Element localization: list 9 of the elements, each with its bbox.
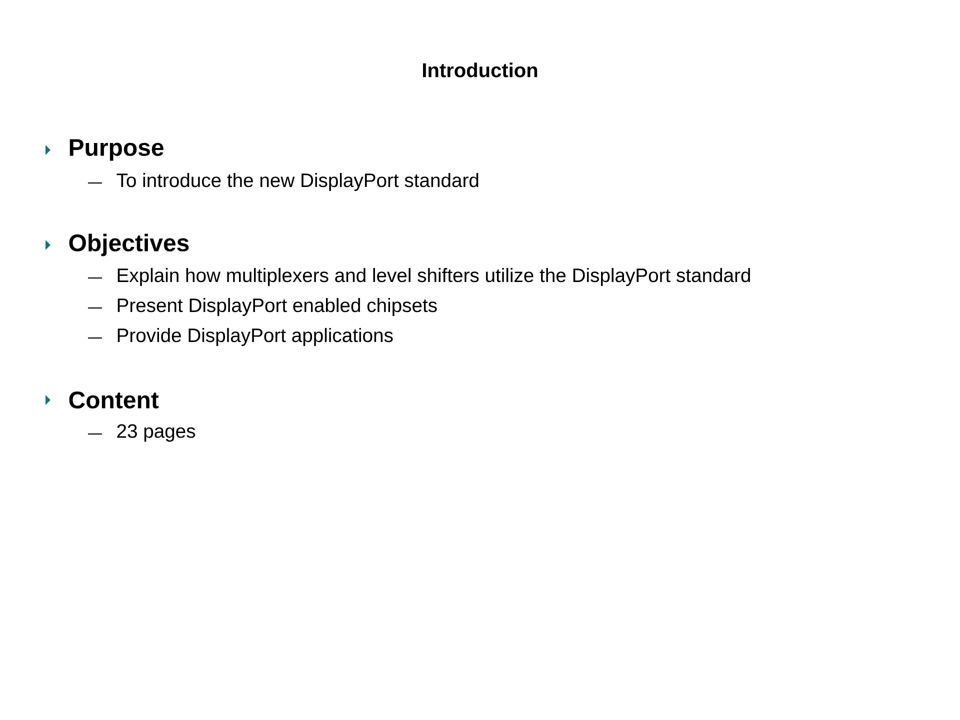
list-item: 23 pages <box>117 424 196 442</box>
heading: Objectives <box>69 234 189 256</box>
list-item: Provide DisplayPort applications <box>118 328 393 346</box>
slide-title: Introduction <box>423 62 538 78</box>
list-item: Present DisplayPort enabled chipsets <box>118 298 437 316</box>
list-item: To introduce the new DisplayPort standard <box>116 172 478 191</box>
heading: Content <box>69 391 159 408</box>
heading: Purpose <box>70 139 164 161</box>
list-item: Explain how multiplexers and level shifters utilize the DisplayPort standard <box>118 268 750 286</box>
